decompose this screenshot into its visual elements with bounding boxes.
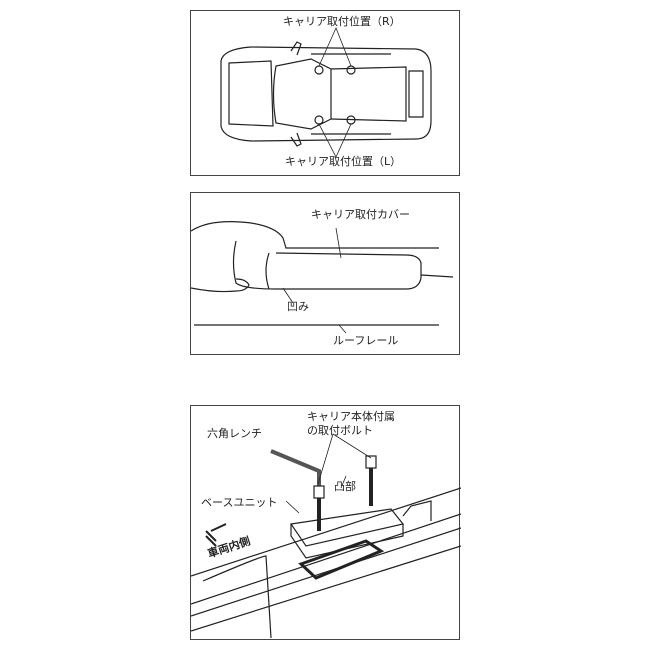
car-top-view-panel: キャリア取付位置（R） キャリア取付位置（L） bbox=[190, 10, 460, 176]
carrier-cover-drawing bbox=[191, 221, 454, 334]
carrier-cover-panel: キャリア取付カバー 凹み ルーフレール bbox=[190, 192, 460, 355]
bolt-label-line1: キャリア本体付属 bbox=[307, 410, 395, 423]
protrusion-label: 凸部 bbox=[334, 480, 356, 493]
bolt-label-line2: の取付ボルト bbox=[307, 424, 373, 437]
recess-label: 凹み bbox=[287, 300, 309, 313]
base-unit-drawing bbox=[191, 433, 461, 639]
base-unit-label: ベースユニット bbox=[201, 496, 278, 509]
car-top-view-drawing bbox=[220, 26, 432, 158]
carrier-position-l-label: キャリア取付位置（L） bbox=[285, 155, 402, 168]
carrier-position-r-label: キャリア取付位置（R） bbox=[283, 15, 401, 28]
roof-rail-label: ルーフレール bbox=[333, 334, 399, 347]
base-unit-install-panel: 六角レンチ キャリア本体付属 の取付ボルト 凸部 ベースユニット 車両内側 bbox=[190, 405, 461, 640]
hex-wrench-label: 六角レンチ bbox=[207, 427, 262, 440]
carrier-cover-label: キャリア取付カバー bbox=[311, 208, 410, 221]
